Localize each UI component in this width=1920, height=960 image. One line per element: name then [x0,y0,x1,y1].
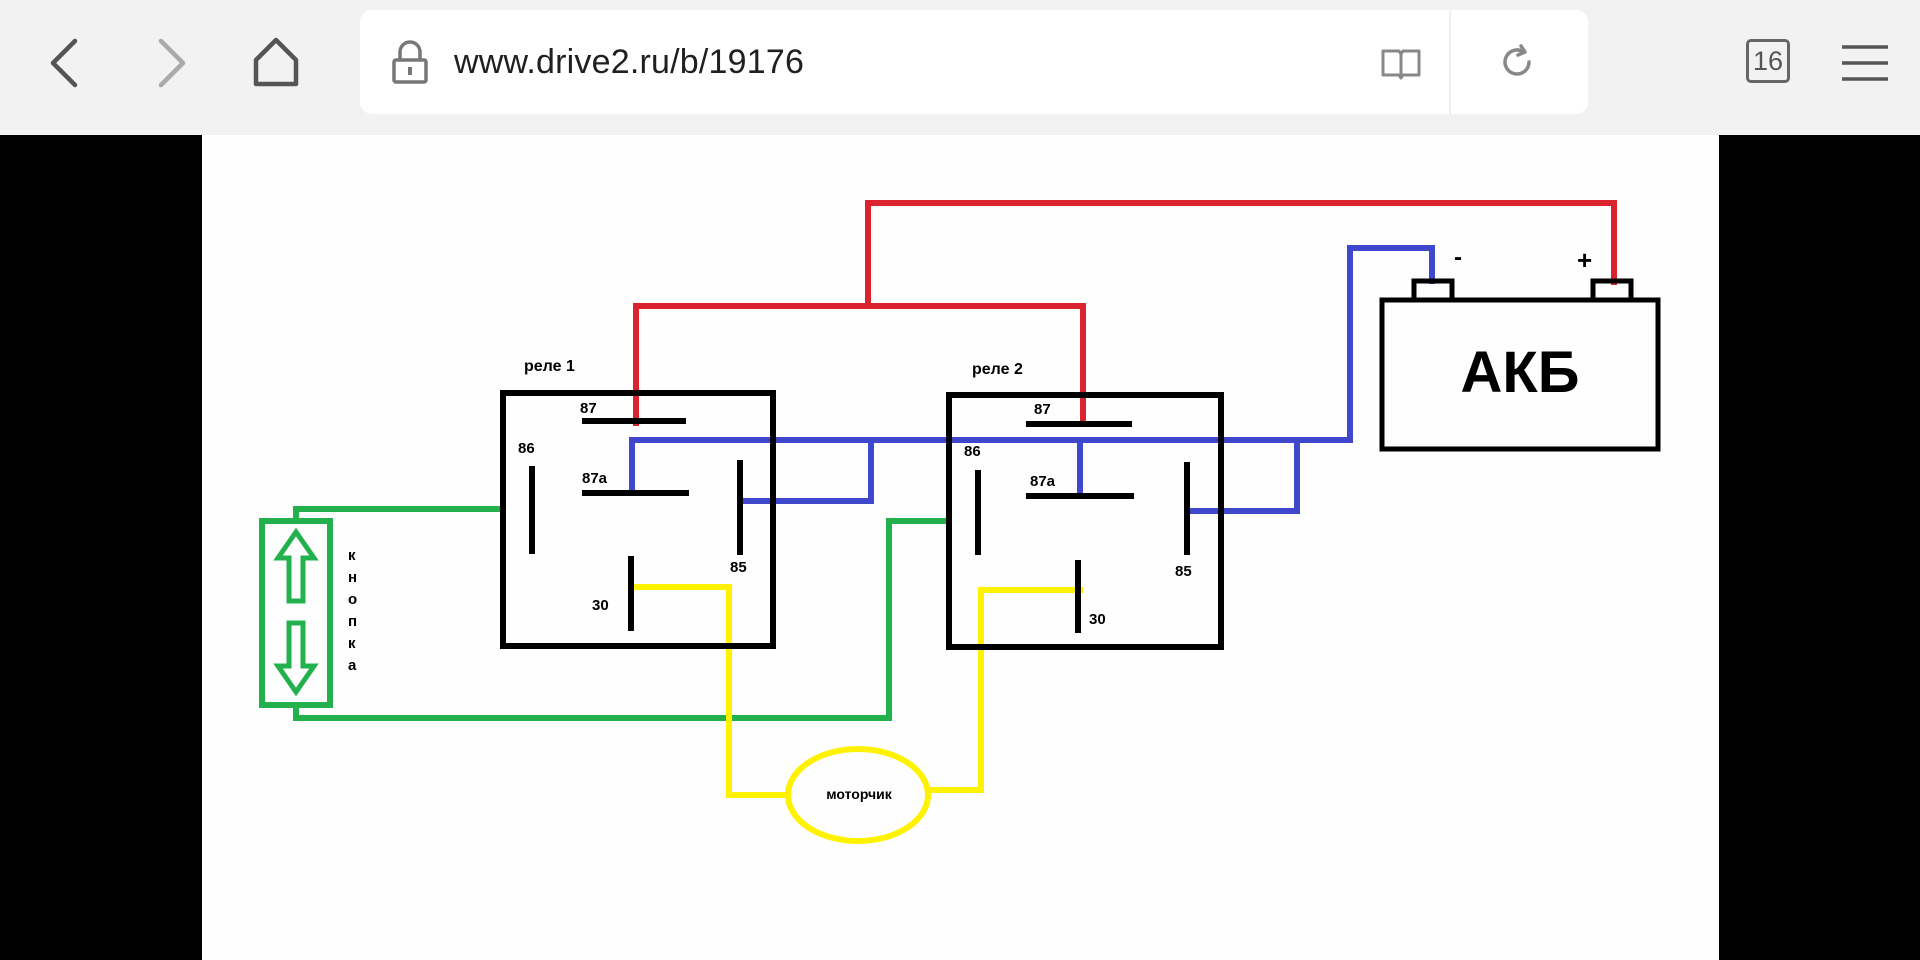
menu-button[interactable] [1838,36,1892,90]
relay-2-pin-87a: 87a [1030,473,1056,490]
home-button[interactable] [246,32,306,92]
yellow-wire-30-relay2 [925,587,1083,793]
button-label: к н о п к а [348,547,357,674]
blue-wires [629,245,1435,514]
relay-2-pin-87: 87 [1034,401,1051,418]
hamburger-menu-icon [1842,45,1888,81]
page-viewport[interactable]: реле 1 реле 2 87 86 87a 85 30 87 86 87a … [0,135,1920,960]
relay-2-pin-86: 86 [964,443,981,460]
button-letter: к [348,635,356,652]
arrow-up-icon [273,527,319,604]
button-letter: к [348,547,356,564]
yellow-wire-30-relay1 [628,584,790,798]
tab-count-button[interactable]: 16 [1746,39,1790,83]
relay-1-pin-85: 85 [730,559,747,576]
motor-outline [785,746,931,844]
button-arrows [273,527,319,697]
battery-minus-label: - [1454,244,1462,271]
relay-1-label: реле 1 [524,358,575,375]
reload-icon[interactable] [1497,42,1537,82]
back-button[interactable] [40,30,90,96]
relay-1-body [500,390,776,649]
relay-1 [500,390,776,649]
red-wire-battery-plus [865,200,1617,306]
motor-label: моторчик [826,786,893,802]
relay-1-pin-86: 86 [518,440,535,457]
red-wire-87-bridge [633,303,1086,427]
wiring-diagram-image[interactable]: реле 1 реле 2 87 86 87a 85 30 87 86 87a … [202,135,1719,960]
blue-wire-battery-minus [629,245,1435,494]
address-bar-divider [1449,10,1451,114]
battery-body [1379,297,1661,452]
green-wires [259,506,951,721]
relay-1-pin-87: 87 [580,400,597,417]
button-letter: п [348,613,357,630]
browser-toolbar: www.drive2.ru/b/19176 16 [0,0,1920,135]
lock-icon [392,40,428,84]
chevron-right-icon [158,38,186,88]
button-body [259,518,333,708]
battery-plus-label: + [1577,245,1592,275]
battery-terminal-minus [1411,278,1455,303]
relay-2-pin-30: 30 [1089,611,1106,628]
forward-button[interactable] [146,30,196,96]
green-wire-86-relay1 [293,506,503,524]
wiring-diagram: реле 1 реле 2 87 86 87a 85 30 87 86 87a … [259,200,1661,844]
blue-wire-85-relay1 [737,437,874,504]
relay-2-body [946,392,1224,650]
home-icon [253,37,299,87]
relay-2-pin-85: 85 [1175,563,1192,580]
relay-2-label: реле 2 [972,361,1023,378]
yellow-wires [628,584,1083,844]
relay-1-pin-87a: 87a [582,470,608,487]
address-bar[interactable]: www.drive2.ru/b/19176 [360,10,1588,114]
red-wires [633,200,1617,427]
arrow-down-icon [273,620,319,697]
relay-2 [946,392,1224,650]
chevron-left-icon [50,38,78,88]
relay-1-pin-30: 30 [592,597,609,614]
button-letter: н [348,569,357,586]
blue-wire-85-relay2 [1184,437,1300,514]
battery-terminal-plus [1590,278,1634,303]
button-letter: о [348,591,357,608]
url-text[interactable]: www.drive2.ru/b/19176 [454,43,805,81]
green-wire-86-relay2 [293,518,951,721]
button-letter: а [348,657,357,674]
book-icon[interactable] [1379,46,1423,80]
battery-label: АКБ [1461,340,1580,405]
battery [1379,278,1661,452]
